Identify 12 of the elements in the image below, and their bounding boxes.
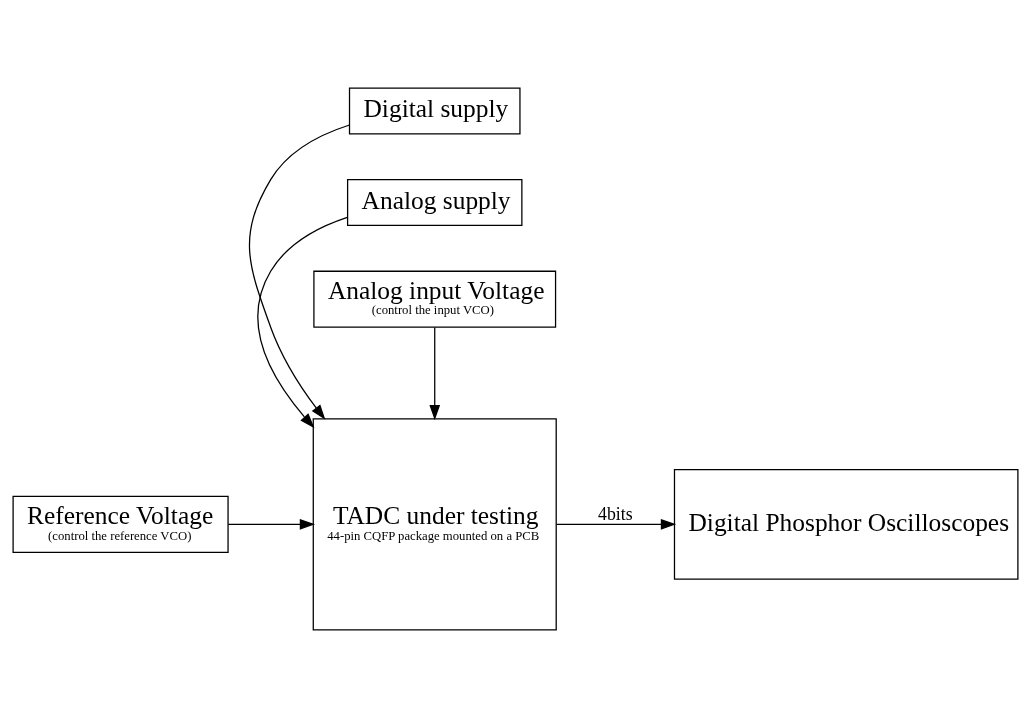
node-box: Digital supply: [348, 86, 521, 134]
node-box: Reference Voltage (control the reference VCO): [12, 495, 229, 553]
node-box: TADC under testing 44-pin CQFP package mounted on a PCB: [312, 417, 557, 631]
node-box: Analog supply: [346, 178, 523, 226]
arrow: [227, 518, 316, 530]
arrow: [555, 518, 677, 530]
arrow: [257, 216, 348, 428]
arrow: [248, 123, 351, 420]
arrow: [429, 326, 441, 420]
node-box: Analog input Voltage (control the input VCO): [313, 270, 557, 328]
node-box: Digital Phosphor Oscilloscopes: [673, 468, 1019, 580]
edge-label: 4bits: [598, 503, 633, 524]
